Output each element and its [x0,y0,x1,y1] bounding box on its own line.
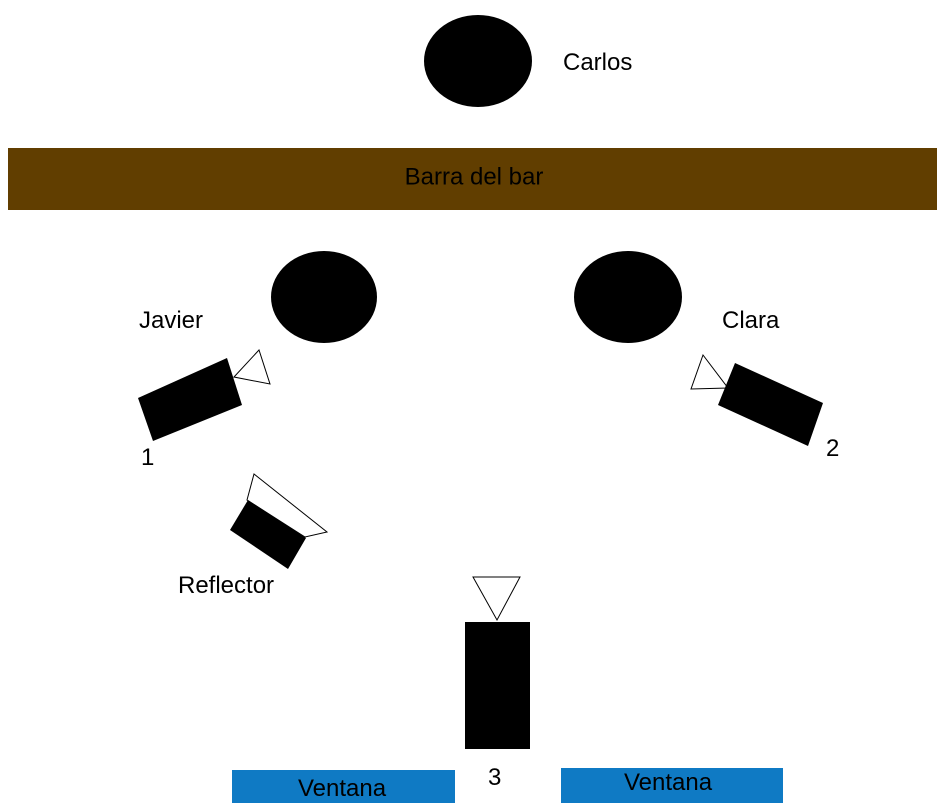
camera-3-body [465,622,530,749]
reflector-label: Reflector [178,572,274,599]
bar-counter-label: Barra del bar [405,163,544,190]
window-right-label: Ventana [624,769,713,796]
reflector-light: Reflector [178,473,329,599]
reflector-cone-icon [246,473,329,538]
window-right: Ventana [561,768,783,803]
bar-counter-rect [8,148,937,210]
carlos-head-marker [424,15,532,107]
window-left-label: Ventana [298,775,387,802]
clara-head-marker [574,251,682,343]
javier-label: Javier [139,307,203,334]
bar-counter: Barra del bar [8,148,937,210]
window-left: Ventana [232,770,455,803]
camera-3-label: 3 [488,764,501,791]
person-javier: Javier [139,251,377,343]
camera-2-body [718,363,823,446]
window-right-rect [561,768,783,803]
person-clara: Clara [574,251,780,343]
reflector-body [230,500,306,569]
camera-2-label: 2 [826,435,839,462]
camera-2: 2 [690,353,839,462]
clara-label: Clara [722,307,780,334]
camera-1-label: 1 [141,444,154,471]
window-left-rect [232,770,455,803]
camera-2-lens-icon [690,353,729,390]
camera-1-body [138,358,242,441]
javier-head-marker [271,251,377,343]
camera-1: 1 [138,349,271,471]
carlos-label: Carlos [563,49,632,76]
camera-3: 3 [465,576,530,791]
camera-3-lens-icon [472,576,521,622]
camera-1-lens-icon [233,349,271,385]
person-carlos: Carlos [424,15,632,107]
